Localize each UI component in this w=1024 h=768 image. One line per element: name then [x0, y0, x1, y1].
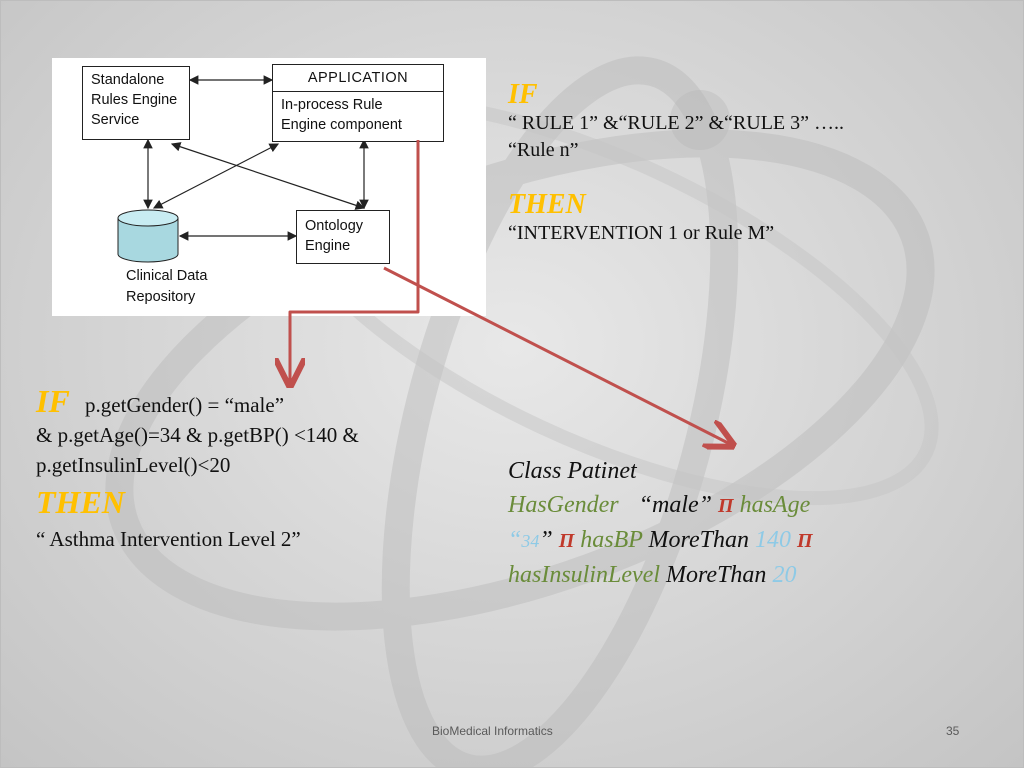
has-gender-property: HasGender: [508, 492, 619, 518]
rule-line-2: “Rule n”: [508, 139, 579, 161]
diagram-connectors: [117, 75, 369, 263]
page-number: 35: [946, 724, 960, 738]
pi-symbol: Π: [718, 495, 734, 517]
standalone-service-box: Standalone Rules Engine Service: [82, 66, 190, 140]
age-open-quote: “: [508, 527, 522, 553]
class-line-3: hasInsulinLevel MoreThan 20: [508, 558, 813, 592]
application-body-line-2: Engine component: [281, 117, 402, 133]
application-box: APPLICATION In-process Rule Engine compo…: [272, 64, 444, 142]
concrete-rule-block: IF p.getGender() = “male” & p.getAge()=3…: [36, 383, 359, 554]
repository-label: Clinical Data Repository: [126, 266, 207, 308]
standalone-line-3: Service: [91, 112, 140, 128]
standalone-line-2: Rules Engine: [91, 92, 178, 108]
class-line-1: HasGender “male” Π hasAge: [508, 488, 813, 523]
pi-symbol: Π: [796, 530, 813, 552]
generic-rule-block: IF “ RULE 1” &“RULE 2” &“RULE 3” ….. “Ru…: [508, 80, 844, 247]
has-bp-property: hasBP: [580, 527, 643, 553]
male-value: “male”: [638, 492, 713, 518]
pi-symbol: Π: [558, 530, 575, 552]
ontology-line-2: Engine: [305, 238, 351, 254]
then-keyword: THEN: [508, 189, 586, 220]
insulin-value: 20: [772, 562, 797, 588]
has-age-property: hasAge: [739, 492, 811, 518]
class-title: Class Patinet: [508, 458, 637, 484]
more-than-operator: MoreThan: [665, 562, 767, 588]
concrete-line-4: “ Asthma Intervention Level 2”: [36, 527, 301, 551]
if-keyword: IF: [508, 79, 538, 110]
age-close-quote: ”: [539, 527, 553, 553]
repository-line-2: Repository: [126, 289, 196, 305]
bp-value: 140: [754, 527, 791, 553]
ontology-class-block: Class Patinet HasGender “male” Π hasAge …: [508, 454, 813, 592]
repository-line-1: Clinical Data: [126, 268, 208, 284]
rule-line-3: “INTERVENTION 1 or Rule M”: [508, 222, 775, 244]
concrete-line-1: p.getGender() = “male”: [85, 393, 285, 417]
if-keyword: IF: [36, 383, 70, 419]
database-icon: [117, 209, 179, 263]
application-body-line-1: In-process Rule: [281, 97, 383, 113]
ontology-line-1: Ontology: [305, 218, 364, 234]
has-insulin-property: hasInsulinLevel: [508, 562, 660, 588]
class-line-2: “34” Π hasBP MoreThan 140 Π: [508, 523, 813, 558]
concrete-if-line: IF p.getGender() = “male”: [36, 383, 359, 420]
application-body: In-process Rule Engine component: [281, 95, 402, 135]
application-title: APPLICATION: [273, 65, 443, 92]
more-than-operator: MoreThan: [648, 527, 749, 553]
architecture-diagram: Standalone Rules Engine Service APPLICAT…: [52, 58, 486, 316]
ontology-engine-box: Ontology Engine: [296, 210, 390, 264]
footer-title: BioMedical Informatics: [432, 724, 553, 738]
age-value: 34: [521, 531, 540, 551]
concrete-line-2: & p.getAge()=34 & p.getBP() <140 &: [36, 423, 359, 447]
standalone-line-1: Standalone: [91, 72, 165, 88]
rule-line-1: “ RULE 1” &“RULE 2” &“RULE 3” …..: [508, 112, 845, 134]
concrete-line-3: p.getInsulinLevel()<20: [36, 453, 231, 477]
then-keyword: THEN: [36, 484, 125, 520]
